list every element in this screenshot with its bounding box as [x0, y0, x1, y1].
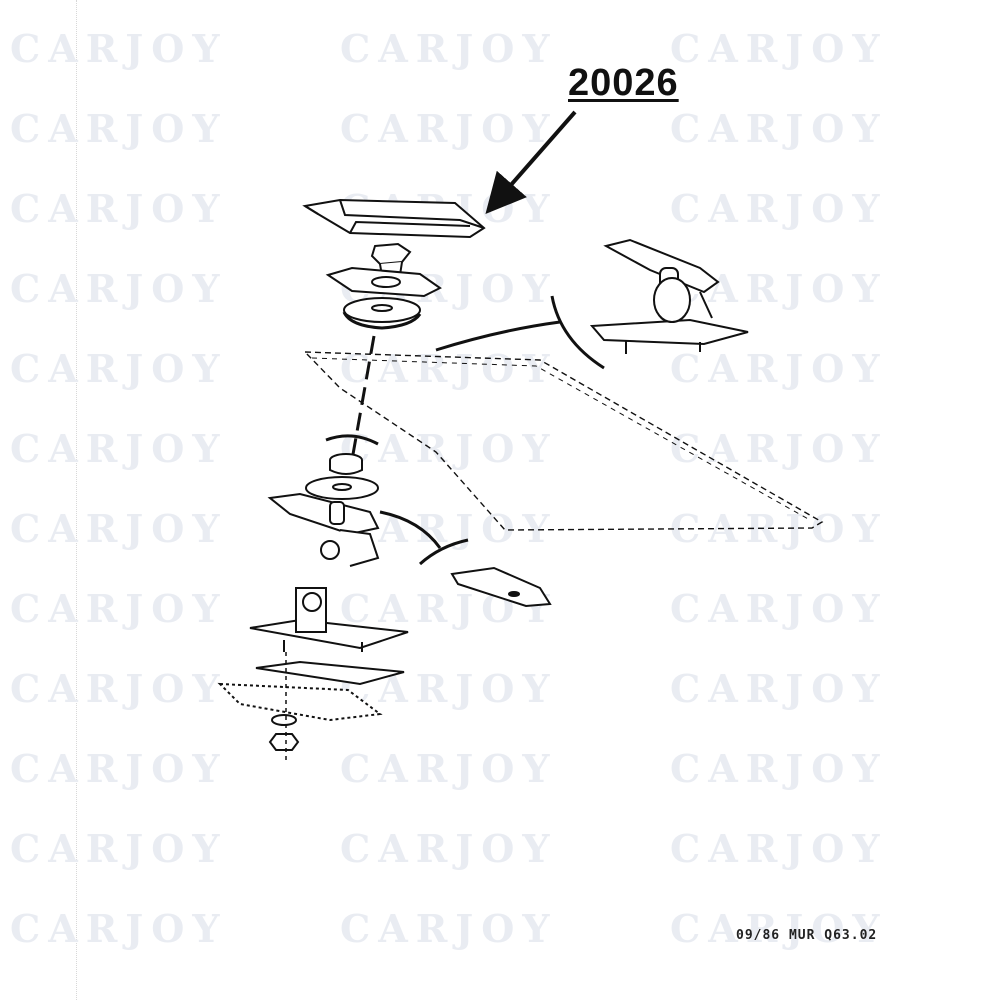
nut-part	[268, 733, 300, 751]
quarter-glass-outline	[303, 351, 824, 531]
lower-seal-arc	[418, 538, 469, 566]
lower-door-bracket-part	[450, 566, 552, 608]
diagram-reference-code: 09/86 MUR Q63.02	[736, 928, 878, 943]
lower-pivot-bracket-part	[267, 492, 380, 567]
callout-arrow	[485, 110, 577, 215]
lower-seal-curve	[379, 510, 442, 549]
upper-hinge-bracket-part	[589, 238, 749, 354]
upper-seal-arc	[550, 295, 605, 370]
upper-seal-curve	[435, 320, 561, 352]
door-panel-section	[217, 682, 383, 722]
gasket-part	[255, 660, 405, 686]
pivot-axis-line	[350, 335, 376, 461]
upper-plate-part	[325, 266, 442, 298]
lower-washer-part	[305, 476, 379, 500]
upper-washer-part	[342, 297, 422, 330]
lower-spacer-part	[329, 453, 363, 475]
callout-part-number: 20026	[568, 62, 679, 104]
middle-seal-arc	[325, 434, 379, 446]
margin-guide-line	[76, 0, 77, 1000]
quarter-glass-inner-edge	[311, 357, 811, 521]
bottom-washer-part	[271, 714, 297, 726]
base-hinge-part	[249, 587, 409, 652]
hinge-cover-part	[302, 198, 486, 239]
